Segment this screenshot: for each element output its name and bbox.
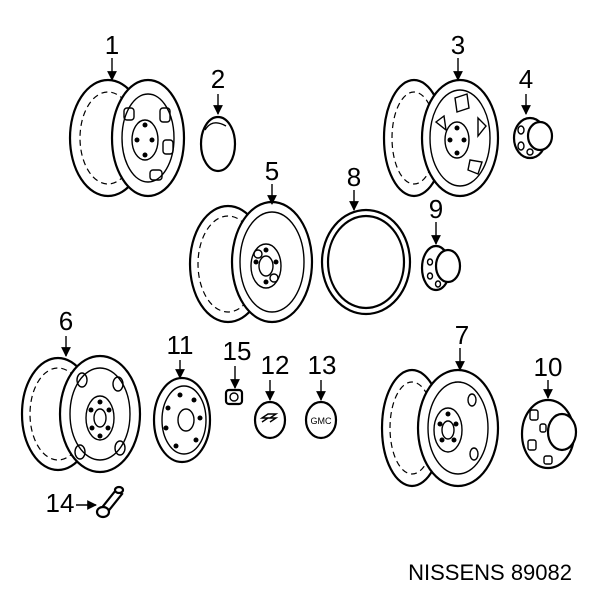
emblem-13-icon: GMC (304, 400, 338, 440)
wheel-6-icon (20, 354, 142, 474)
callout-12: 12 (261, 350, 290, 401)
callout-1: 1 (105, 30, 119, 81)
callout-13: 13 (308, 350, 337, 401)
callout-11: 11 (167, 330, 194, 379)
callout-15: 15 (223, 336, 252, 389)
svg-text:10: 10 (534, 352, 563, 382)
svg-text:8: 8 (347, 162, 361, 192)
svg-text:9: 9 (429, 194, 443, 224)
lug-nut-15-icon (224, 388, 244, 406)
svg-text:15: 15 (223, 336, 252, 366)
callout-3: 3 (451, 30, 465, 81)
svg-text:6: 6 (59, 306, 73, 336)
trim-ring-8-icon (320, 208, 412, 316)
svg-text:2: 2 (211, 64, 225, 94)
svg-text:13: 13 (308, 350, 337, 380)
svg-text:14: 14 (46, 488, 75, 518)
wheel-5-icon (188, 200, 314, 324)
wheel-7-icon (380, 368, 500, 488)
svg-text:5: 5 (265, 156, 279, 186)
emblem-12-icon (253, 400, 287, 440)
emblem-13-text: GMC (311, 416, 332, 426)
svg-text:12: 12 (261, 350, 290, 380)
hub-cap-4-icon (512, 116, 554, 160)
wheel-cover-11-icon (152, 376, 212, 464)
callout-10: 10 (534, 352, 563, 399)
center-cap-2-icon (199, 115, 237, 173)
callout-14: 14 (46, 488, 97, 518)
hub-cap-9-icon (420, 244, 462, 292)
callout-7: 7 (455, 320, 469, 371)
svg-text:4: 4 (519, 64, 533, 94)
svg-text:11: 11 (167, 330, 194, 360)
wheel-3-icon (382, 78, 500, 198)
callout-9: 9 (429, 194, 443, 245)
callout-6: 6 (59, 306, 73, 357)
svg-text:7: 7 (455, 320, 469, 350)
svg-text:1: 1 (105, 30, 119, 60)
callout-2: 2 (211, 64, 225, 115)
valve-stem-14-icon (95, 485, 125, 519)
svg-text:3: 3 (451, 30, 465, 60)
wheel-1-icon (68, 78, 186, 198)
callout-8: 8 (347, 162, 361, 211)
callout-5: 5 (265, 156, 279, 205)
caption-text: NISSENS 89082 (408, 560, 572, 585)
hub-cover-10-icon (520, 398, 578, 470)
callout-4: 4 (519, 64, 533, 115)
